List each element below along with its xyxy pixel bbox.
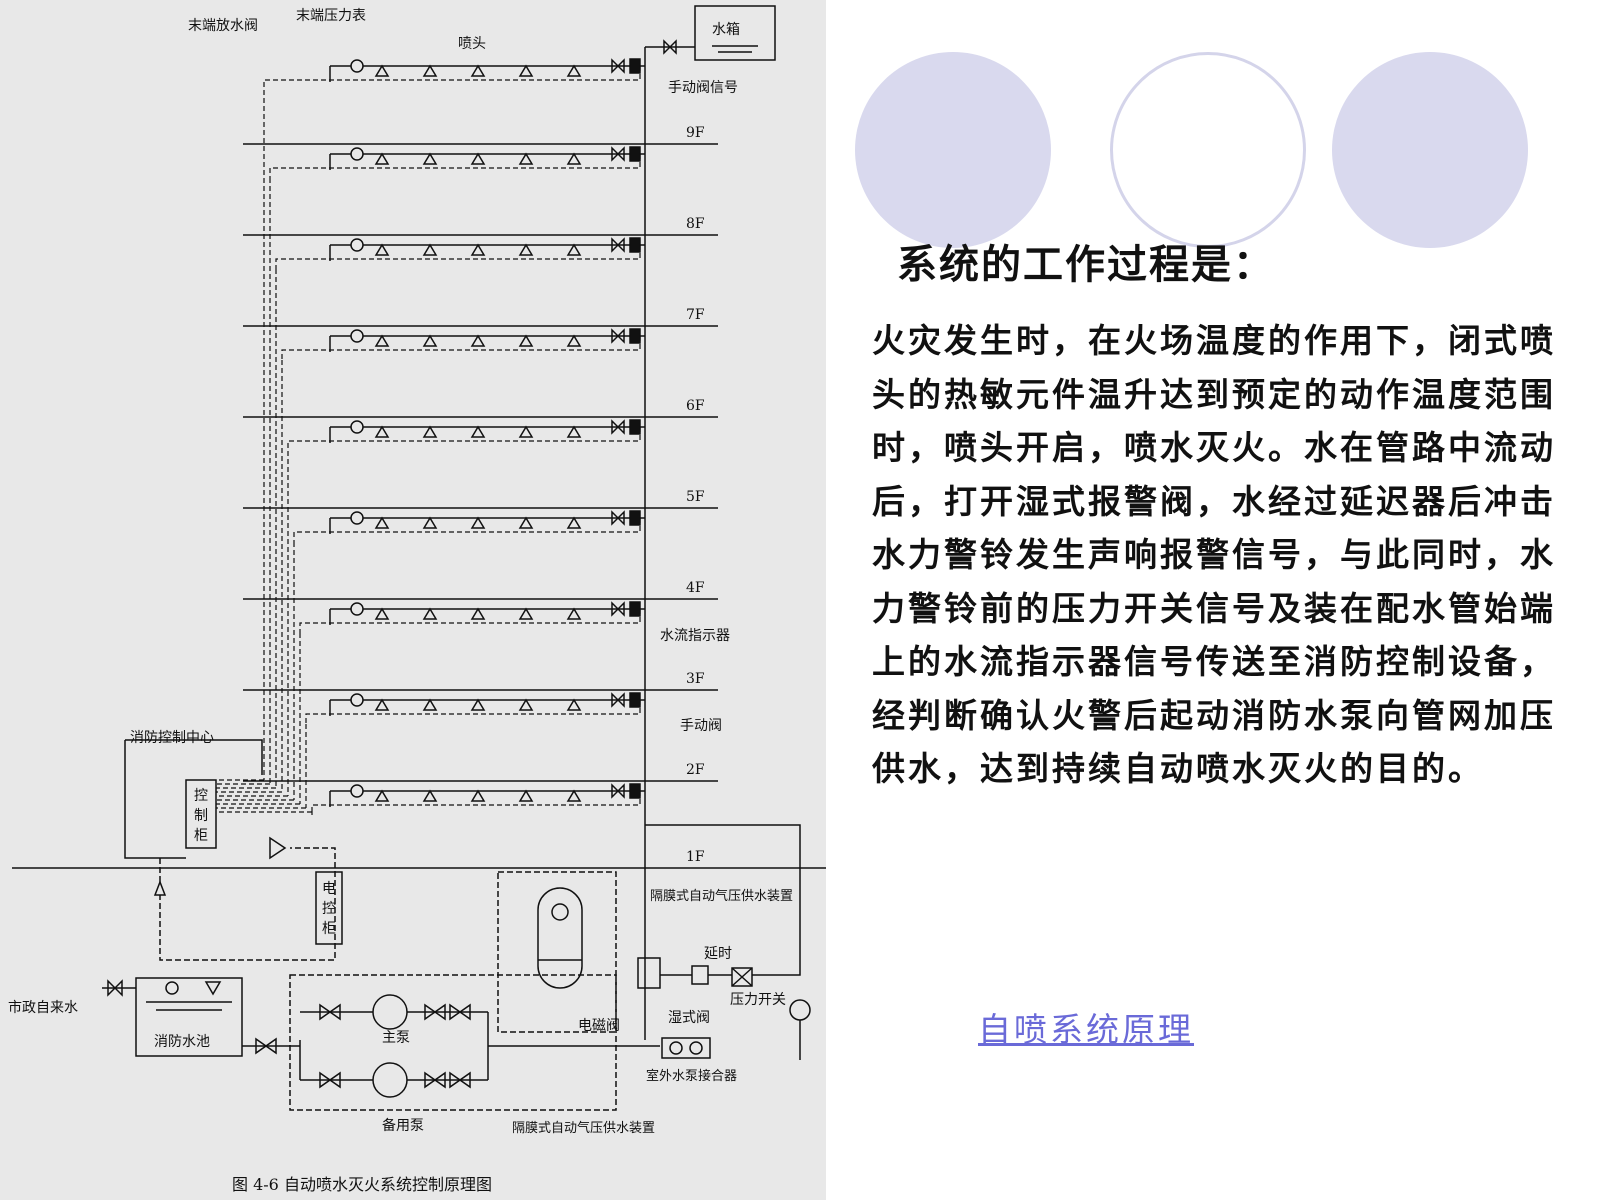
decorative-circle-middle <box>1110 52 1306 248</box>
label-end-drain-valve: 末端放水阀 <box>188 18 258 34</box>
decorative-circle-left <box>855 52 1051 248</box>
floor-branches <box>329 58 645 807</box>
floor-label: 1F <box>686 849 705 865</box>
label-water-tank: 水箱 <box>712 22 740 38</box>
label-sprinkler: 喷头 <box>458 36 486 52</box>
label-electric-cabinet: 电控柜 <box>322 881 336 937</box>
label-manual-valve: 手动阀 <box>680 718 722 734</box>
equipment <box>12 5 826 1111</box>
floor-lines <box>243 143 718 782</box>
sprinkler-system-diagram: 末端放水阀 末端压力表 喷头 水箱 手动阀信号 水流指示器 手动阀 消防控制中心… <box>8 5 826 1194</box>
label-main-pump: 主泵 <box>382 1030 410 1046</box>
label-outdoor-connector: 室外水泵接合器 <box>646 1068 737 1084</box>
label-pressure-switch: 压力开关 <box>730 992 786 1008</box>
label-flow-indicator: 水流指示器 <box>660 628 730 644</box>
cabinet-labels: 控制柜 电控柜 <box>194 788 336 937</box>
label-manual-valve-signal: 手动阀信号 <box>668 80 738 96</box>
floor-label: 8F <box>686 216 705 232</box>
floor-label: 3F <box>686 671 705 687</box>
label-fire-pool: 消防水池 <box>154 1034 210 1050</box>
sprinkler-principle-link[interactable]: 自喷系统原理 <box>978 1010 1194 1049</box>
label-wet-valve: 湿式阀 <box>668 1010 710 1026</box>
floor-labels: 9F 8F 7F 6F 5F 4F 3F 2F 1F <box>686 125 705 865</box>
label-diaphragm-device: 隔膜式自动气压供水装置 <box>650 888 793 904</box>
floor-label: 4F <box>686 580 705 596</box>
slide-body-text: 火灾发生时，在火场温度的作用下，闭式喷头的热敏元件温升达到预定的动作温度范围时，… <box>872 321 1556 788</box>
label-solenoid-valve: 电磁阀 <box>578 1018 620 1034</box>
floor-label: 2F <box>686 762 705 778</box>
signal-lines <box>216 66 641 815</box>
label-standby-pump: 备用泵 <box>382 1117 424 1134</box>
label-fire-control-center: 消防控制中心 <box>130 730 214 746</box>
label-municipal-water: 市政自来水 <box>8 999 78 1016</box>
label-end-pressure-gauge: 末端压力表 <box>296 8 366 24</box>
label-delay: 延时 <box>704 946 732 962</box>
floor-label: 7F <box>686 307 705 323</box>
label-diaphragm-device-bottom: 隔膜式自动气压供水装置 <box>512 1120 655 1136</box>
label-control-cabinet: 控制柜 <box>194 788 208 844</box>
decorative-circle-right <box>1332 52 1528 248</box>
slide-heading: 系统的工作过程是： <box>897 242 1275 288</box>
diagram-panel: 末端放水阀 末端压力表 喷头 水箱 手动阀信号 水流指示器 手动阀 消防控制中心… <box>0 0 826 1200</box>
floor-label: 6F <box>686 398 705 414</box>
diagram-caption: 图 4-6 自动喷水灭火系统控制原理图 <box>232 1175 492 1194</box>
floor-label: 9F <box>686 125 705 141</box>
diagram-labels: 末端放水阀 末端压力表 喷头 水箱 手动阀信号 水流指示器 手动阀 消防控制中心… <box>8 8 793 1194</box>
floor-label: 5F <box>686 489 705 505</box>
